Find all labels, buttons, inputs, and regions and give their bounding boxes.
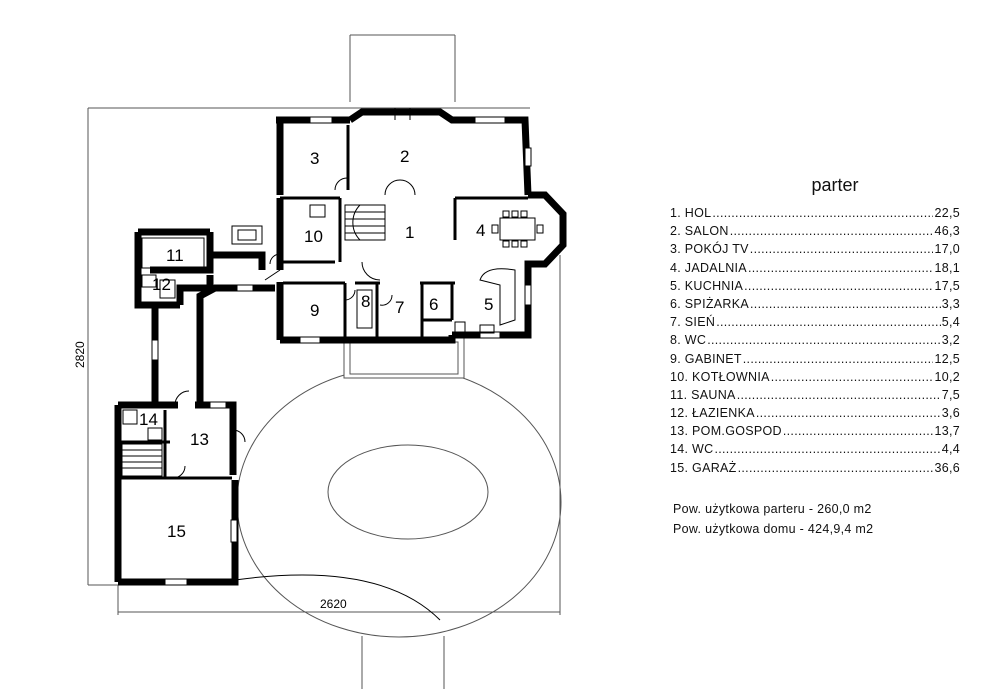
driveway — [236, 366, 562, 689]
room-row: 13. POM.GOSPOD 13,7 — [670, 424, 960, 442]
room-row: 12. ŁAZIENKA 3,6 — [670, 406, 960, 424]
room-label: 6. SPIŻARKA — [670, 296, 750, 311]
dimension-width: 2620 — [320, 597, 347, 611]
room-area-value: 12,5 — [934, 351, 960, 366]
site-outline — [87, 34, 561, 615]
room-label: 1. HOL — [670, 206, 712, 220]
room-number-1: 1 — [405, 223, 414, 242]
leader-dots — [716, 315, 941, 329]
room-row: 10. KOTŁOWNIA 10,2 — [670, 370, 960, 388]
room-row: 1. HOL 22,5 — [670, 206, 960, 224]
doors — [172, 108, 441, 621]
room-label: 12. ŁAZIENKA — [670, 406, 755, 421]
ground-floor-area: Pow. użytkowa parteru - 260,0 m2 — [673, 502, 872, 516]
staircase — [121, 204, 386, 477]
room-label: 3. POKÓJ TV — [670, 242, 749, 257]
room-row: 7. SIEŃ 5,4 — [670, 315, 960, 333]
room-number-14: 14 — [139, 410, 158, 429]
room-label: 5. KUCHNIA — [670, 278, 744, 293]
room-row: 15. GARAŻ 36,6 — [670, 461, 960, 479]
room-area-value: 18,1 — [934, 260, 960, 275]
house-area: Pow. użytkowa domu - 424,9,4 m2 — [673, 522, 874, 536]
room-numbers: 1 2 3 4 5 6 7 8 9 10 11 12 13 14 15 — [139, 147, 493, 541]
legend-title: parter — [811, 175, 859, 195]
room-label: 10. KOTŁOWNIA — [670, 369, 770, 384]
leader-dots — [712, 206, 933, 220]
room-number-12: 12 — [152, 275, 171, 294]
leader-dots — [756, 406, 941, 420]
room-area-value: 3,2 — [941, 333, 960, 348]
room-number-11: 11 — [166, 246, 184, 265]
room-number-6: 6 — [429, 295, 438, 314]
leader-dots — [783, 424, 934, 438]
dining-table — [491, 210, 544, 248]
room-area-value: 4,4 — [941, 442, 960, 457]
room-legend: parter 1. HOL 22,5 2. SALON 46,3 3. POKÓJ TV… — [670, 175, 960, 479]
room-label: 8. WC — [670, 333, 707, 348]
room-row: 4. JADALNIA 18,1 — [670, 261, 960, 279]
room-area-value: 46,3 — [934, 224, 960, 239]
room-number-3: 3 — [310, 149, 319, 168]
room-label: 14. WC — [670, 442, 714, 457]
bathroom-fixtures — [122, 204, 373, 441]
room-label: 4. JADALNIA — [670, 260, 747, 275]
room-area-value: 17,0 — [934, 242, 960, 257]
room-number-4: 4 — [476, 221, 485, 240]
room-label: 15. GARAŻ — [670, 460, 737, 475]
room-area-value: 7,5 — [941, 387, 960, 402]
leader-dots — [738, 461, 934, 475]
leader-dots — [737, 388, 941, 402]
room-label: 7. SIEŃ — [670, 315, 716, 330]
leader-dots — [750, 242, 934, 256]
room-number-2: 2 — [400, 147, 409, 166]
room-row: 5. KUCHNIA 17,5 — [670, 279, 960, 297]
room-number-8: 8 — [361, 292, 370, 311]
room-row: 11. SAUNA 7,5 — [670, 388, 960, 406]
room-list: 1. HOL 22,5 2. SALON 46,3 3. POKÓJ TV 17,0 4. … — [670, 206, 960, 479]
room-number-15: 15 — [167, 522, 186, 541]
room-label: 11. SAUNA — [670, 387, 736, 402]
room-row: 6. SPIŻARKA 3,3 — [670, 297, 960, 315]
room-area-value: 5,4 — [941, 315, 960, 330]
room-number-7: 7 — [395, 298, 404, 317]
leader-dots — [743, 352, 934, 366]
exterior-walls — [114, 108, 567, 586]
room-label: 13. POM.GOSPOD — [670, 424, 782, 439]
room-area-value: 36,6 — [934, 460, 960, 475]
windows — [151, 116, 532, 586]
room-row: 9. GABINET 12,5 — [670, 352, 960, 370]
leader-dots — [714, 442, 940, 456]
room-row: 8. WC 3,2 — [670, 333, 960, 351]
room-number-13: 13 — [190, 430, 209, 449]
room-number-5: 5 — [484, 295, 493, 314]
leader-dots — [771, 370, 934, 384]
kitchen-counter — [454, 268, 516, 334]
room-row: 3. POKÓJ TV 17,0 — [670, 242, 960, 260]
room-area-value: 22,5 — [934, 206, 960, 220]
room-label: 9. GABINET — [670, 351, 742, 366]
room-area-value: 3,3 — [941, 296, 960, 311]
leader-dots — [707, 333, 940, 347]
room-area-value: 17,5 — [934, 278, 960, 293]
leader-dots — [744, 279, 933, 293]
room-row: 2. SALON 46,3 — [670, 224, 960, 242]
room-area-value: 3,6 — [941, 406, 960, 421]
entrance-terrace — [343, 337, 465, 379]
dimension-height: 2820 — [73, 341, 87, 368]
leader-dots — [750, 297, 941, 311]
room-row: 14. WC 4,4 — [670, 442, 960, 460]
room-number-9: 9 — [310, 301, 319, 320]
leader-dots — [730, 224, 934, 238]
room-area-value: 10,2 — [934, 369, 960, 384]
room-label: 2. SALON — [670, 224, 729, 239]
leader-dots — [748, 261, 934, 275]
room-area-value: 13,7 — [934, 424, 960, 439]
room-number-10: 10 — [304, 227, 323, 246]
